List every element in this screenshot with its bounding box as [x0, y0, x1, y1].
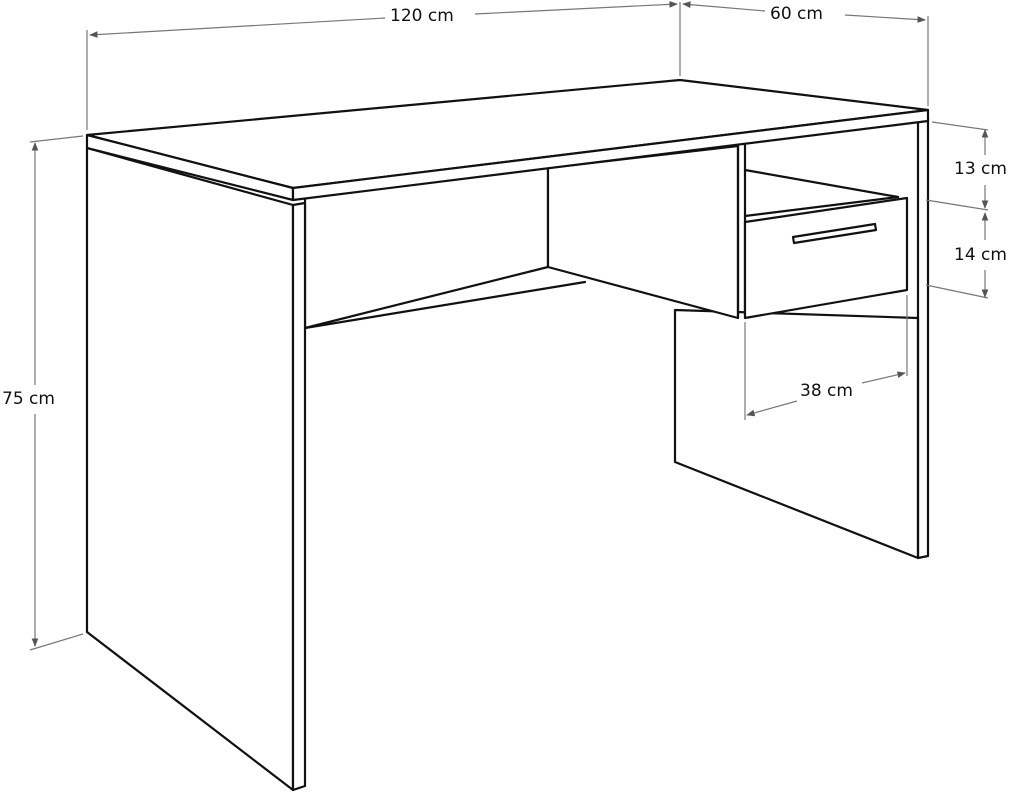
drawer	[743, 195, 909, 320]
drawer-width-label: 38 cm	[798, 381, 855, 401]
drawer-handle	[791, 222, 878, 245]
upper-gap-label: 13 cm	[952, 159, 1009, 179]
width-label: 120 cm	[388, 6, 456, 26]
left-leg-panel	[85, 146, 307, 792]
height-label: 75 cm	[0, 389, 57, 409]
depth-label: 60 cm	[768, 4, 825, 24]
drawer-cabinet	[546, 143, 900, 320]
dimension-drawer-height	[925, 212, 989, 299]
right-leg-panel	[673, 116, 930, 560]
dimension-width	[86, 1, 681, 130]
dimension-depth	[682, 1, 929, 106]
tabletop	[85, 78, 930, 202]
dimension-drawer-width	[744, 295, 908, 420]
drawer-height-label: 14 cm	[952, 245, 1009, 265]
dimension-upper-gap	[925, 121, 989, 211]
dimension-height	[29, 135, 84, 651]
